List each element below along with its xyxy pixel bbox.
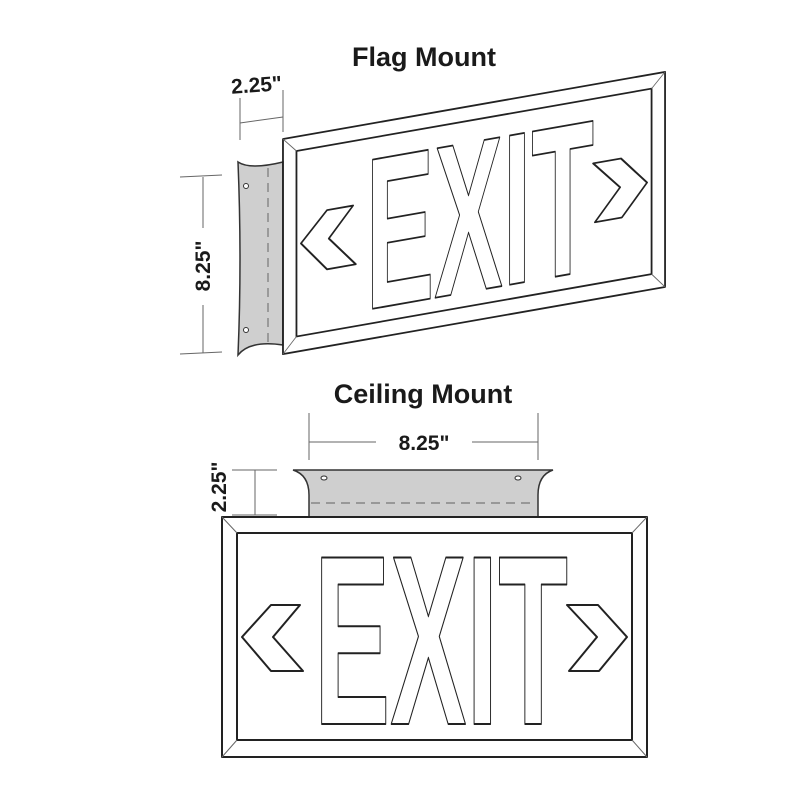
ceiling-mount-exit-sign: EXIT: [221, 505, 648, 777]
flag-depth-label: 2.25": [230, 72, 282, 98]
ceiling-width-label: 8.25": [399, 432, 450, 455]
ceiling-mount-title: Ceiling Mount: [334, 379, 512, 409]
flag-height-dimension: [179, 174, 223, 355]
flag-sign-exit-text: EXIT: [366, 75, 594, 357]
ceiling-depth-label: 2.25": [208, 462, 231, 513]
flag-height-label: 8.25": [192, 241, 215, 292]
ceiling-depth-dimension: [232, 469, 277, 516]
ceiling-sign-exit-text: EXIT: [314, 506, 568, 776]
flag-mount-exit-sign: EXIT: [282, 70, 666, 357]
flag-depth-dimension: [239, 90, 284, 140]
ceiling-width-dimension: [308, 413, 539, 460]
flag-mount-title: Flag Mount: [352, 42, 496, 72]
flag-mount-bracket: [237, 160, 284, 358]
ceiling-mount-bracket: [292, 469, 554, 518]
